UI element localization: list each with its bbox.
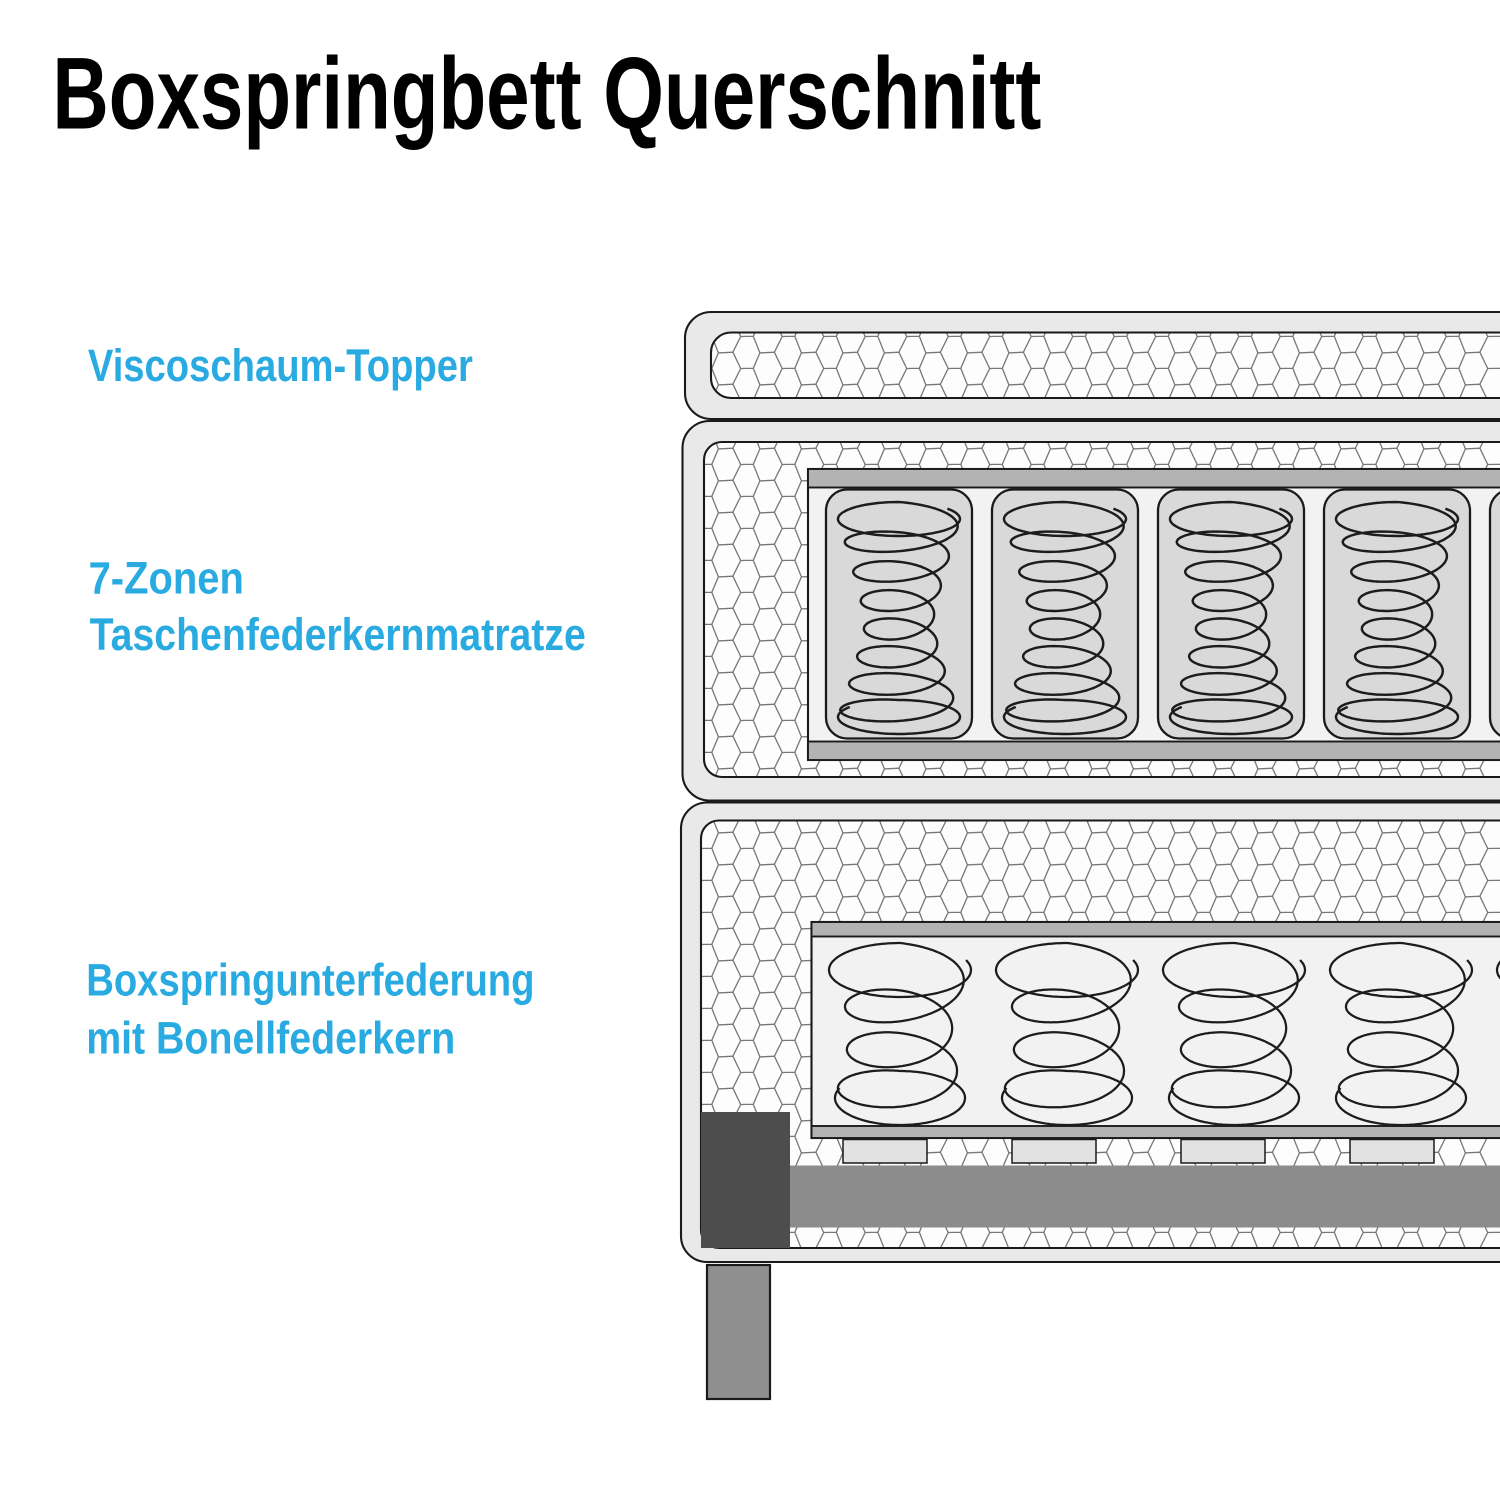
svg-text:Taschenfederkernmatratze: Taschenfederkernmatratze — [90, 609, 586, 659]
svg-text:Boxspringbett Querschnitt: Boxspringbett Querschnitt — [52, 37, 1041, 150]
svg-text:mit Bonellfederkern: mit Bonellfederkern — [86, 1014, 455, 1064]
svg-text:7-Zonen: 7-Zonen — [89, 553, 244, 604]
svg-text:Viscoschaum-Topper: Viscoschaum-Topper — [88, 340, 473, 391]
svg-text:Boxspringunterfederung: Boxspringunterfederung — [86, 954, 534, 1005]
